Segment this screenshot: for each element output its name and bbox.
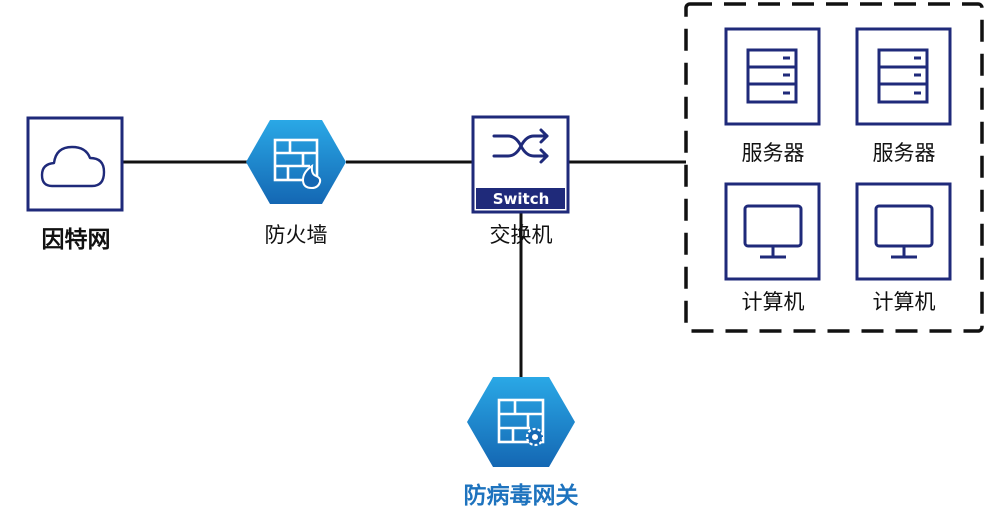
- computer-node-2: [855, 182, 952, 281]
- firewall-node: [246, 120, 346, 204]
- antivirus-gateway-label: 防病毒网关: [463, 483, 579, 509]
- firewall-label: 防火墙: [264, 223, 328, 247]
- flame-icon: [301, 163, 322, 190]
- computer-node-1: [724, 182, 821, 281]
- monitor-icon: [743, 204, 803, 259]
- server-group-boundary: [684, 2, 984, 333]
- antivirus-gateway-node: [467, 377, 575, 467]
- computer-label-1: 计算机: [741, 290, 805, 314]
- switch-node: [471, 115, 570, 214]
- gateway-icon: [497, 398, 545, 444]
- server-label-2: 服务器: [872, 141, 936, 165]
- firewall-icon: [273, 138, 319, 182]
- computer-label-2: 计算机: [872, 290, 936, 314]
- server-rack-icon: [877, 48, 929, 104]
- switch-arrows-icon: [492, 128, 549, 164]
- switch-label: 交换机: [489, 223, 553, 247]
- server-label-1: 服务器: [741, 141, 805, 165]
- internet-label: 因特网: [41, 227, 111, 253]
- monitor-icon: [874, 204, 934, 259]
- internet-node: [26, 116, 124, 212]
- switch-badge-label: Switch: [493, 190, 550, 208]
- server-node-2: [855, 27, 952, 126]
- connection-lines: [123, 160, 686, 378]
- server-node-1: [724, 27, 821, 126]
- server-rack-icon: [746, 48, 798, 104]
- gear-icon: [525, 427, 545, 447]
- cloud-icon: [40, 145, 106, 188]
